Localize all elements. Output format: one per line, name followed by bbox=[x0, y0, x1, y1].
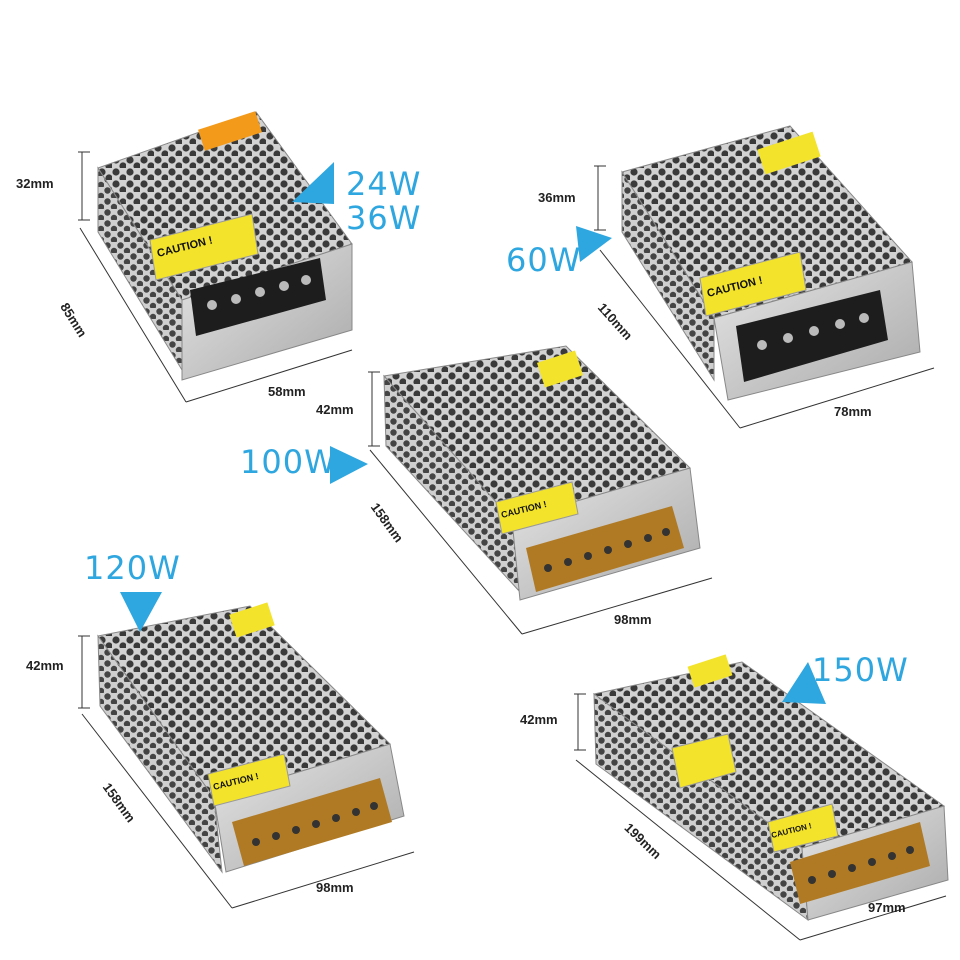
watt-label-24w: 24W bbox=[346, 165, 422, 203]
psu-60w: CAUTION ! bbox=[621, 125, 921, 401]
arrow-120w bbox=[120, 592, 162, 632]
dim-width-60w: 78mm bbox=[834, 404, 872, 419]
terminal-block bbox=[232, 778, 392, 866]
dim-height-120w: 42mm bbox=[26, 658, 64, 673]
terminal-block bbox=[190, 258, 326, 336]
caution-label bbox=[149, 213, 259, 281]
dim-height-60w: 36mm bbox=[538, 190, 576, 205]
dim-width-150w: 97mm bbox=[868, 900, 906, 915]
arrows bbox=[120, 162, 826, 704]
dim-height-100w: 42mm bbox=[316, 402, 354, 417]
watt-label-120w: 120W bbox=[84, 549, 181, 587]
arrow-60w bbox=[576, 226, 612, 262]
watt-label-100w: 100W bbox=[240, 443, 337, 481]
dim-height-24w: 32mm bbox=[16, 176, 54, 191]
dim-width-100w: 98mm bbox=[614, 612, 652, 627]
dim-width-24w: 58mm bbox=[268, 384, 306, 399]
dim-width-120w: 98mm bbox=[316, 880, 354, 895]
terminal-block bbox=[790, 822, 930, 904]
dimension-lines bbox=[78, 151, 947, 941]
arrow-24w bbox=[292, 162, 334, 204]
terminal-block bbox=[736, 290, 888, 382]
arrow-100w bbox=[330, 446, 368, 484]
watt-label-36w: 36W bbox=[346, 199, 422, 237]
dim-height-150w: 42mm bbox=[520, 712, 558, 727]
watt-label-60w: 60W bbox=[506, 241, 582, 279]
arrow-150w bbox=[782, 662, 826, 704]
psu-120w: CAUTION ! bbox=[97, 602, 405, 874]
watt-label-150w: 150W bbox=[812, 651, 909, 689]
caution-label bbox=[699, 251, 807, 317]
caution-label bbox=[495, 481, 579, 535]
psu-150w: CAUTION ! bbox=[592, 654, 949, 922]
psu-24w-36w: CAUTION ! bbox=[97, 111, 353, 381]
caution-label bbox=[207, 753, 291, 807]
caution-label bbox=[767, 803, 839, 853]
psu-100w: CAUTION ! bbox=[383, 345, 701, 601]
